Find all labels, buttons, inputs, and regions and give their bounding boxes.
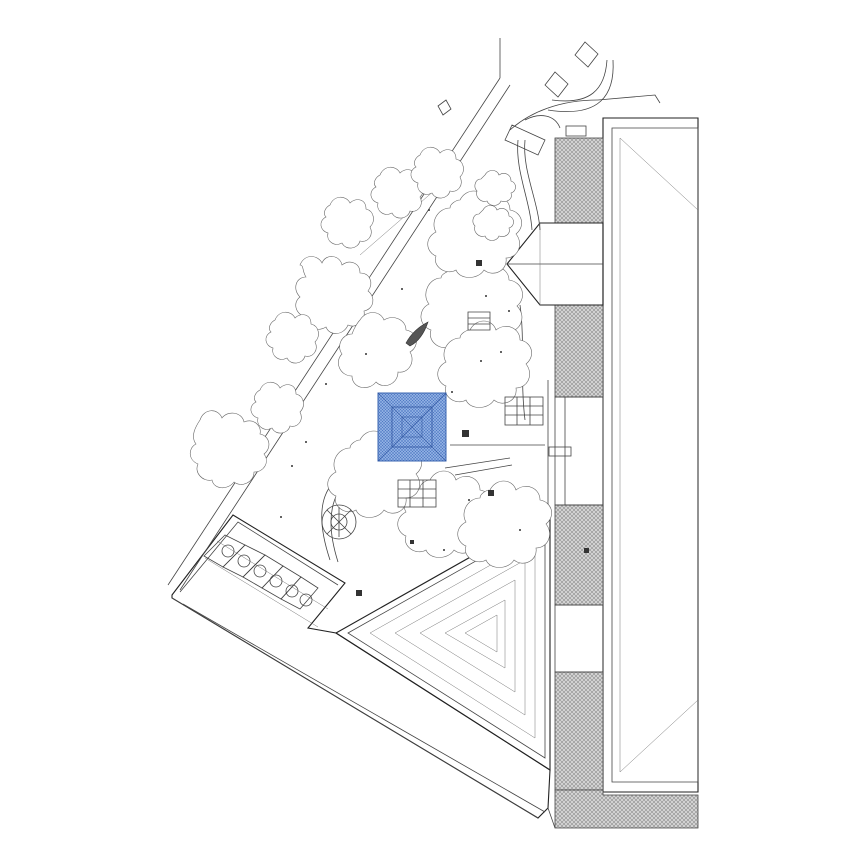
paved-walkway (548, 137, 699, 829)
light-dots (280, 209, 521, 551)
main-building (602, 117, 699, 793)
tree-canopy-east (327, 170, 552, 568)
circular-sculpture (321, 504, 357, 540)
grid-planter-west (397, 479, 437, 508)
pyramid-pavilion-highlight (377, 392, 447, 462)
site-markers (356, 260, 589, 596)
pergola-north (467, 311, 491, 331)
entrance-canopy (506, 222, 604, 306)
grid-planter-east (504, 396, 544, 426)
north-steps (504, 41, 661, 156)
tree-canopy-west (189, 146, 464, 489)
rock-feature (405, 321, 429, 347)
planter-row (203, 534, 319, 610)
south-diagonal-building (171, 514, 556, 829)
